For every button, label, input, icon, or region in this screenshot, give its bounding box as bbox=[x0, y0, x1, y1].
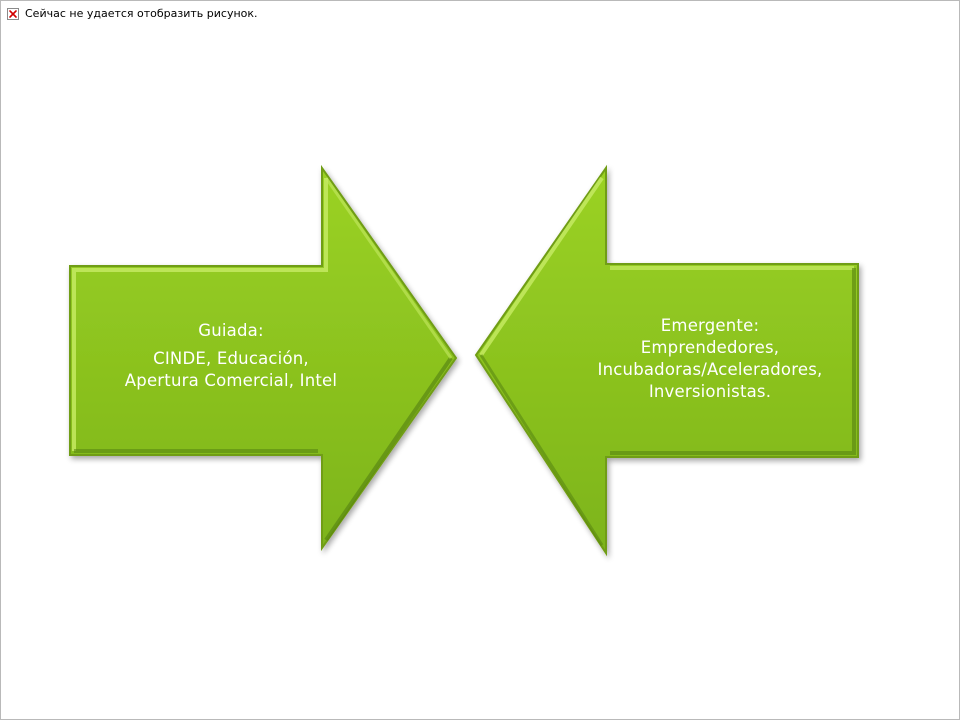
right-arrow bbox=[474, 164, 859, 557]
right-arrow-bevel-lower bbox=[479, 354, 604, 546]
right-arrow-shape bbox=[474, 164, 859, 557]
right-arrow-line-2: Emprendedores, bbox=[640, 338, 780, 357]
right-arrow-label: Emergente: Emprendedores, Incubadoras/Ac… bbox=[530, 315, 890, 403]
broken-image-placeholder: Сейчас не удается отобразить рисунок. bbox=[7, 7, 258, 20]
left-arrow-label: Guiada: CINDE, Educación, Apertura Comer… bbox=[70, 320, 392, 392]
left-arrow-bevel-upper bbox=[324, 177, 453, 359]
left-arrow-line-1: CINDE, Educación, bbox=[153, 349, 309, 368]
broken-image-icon bbox=[7, 7, 19, 20]
right-arrow-bevel bbox=[479, 176, 604, 357]
broken-image-message: Сейчас не удается отобразить рисунок. bbox=[25, 7, 258, 20]
left-arrow bbox=[69, 164, 458, 552]
right-arrow-line-3: Incubadoras/Aceleradores, bbox=[597, 360, 823, 379]
right-arrow-line-1: Emergente: bbox=[660, 316, 760, 335]
left-arrow-bevel bbox=[72, 178, 328, 451]
right-arrow-line-4: Inversionistas. bbox=[648, 382, 772, 401]
left-arrow-line-2: Apertura Comercial, Intel bbox=[124, 371, 338, 390]
right-arrow-bevel-right bbox=[610, 268, 856, 455]
left-arrow-heading: Guiada: bbox=[198, 321, 264, 340]
left-arrow-bevel-shadow bbox=[324, 356, 453, 542]
